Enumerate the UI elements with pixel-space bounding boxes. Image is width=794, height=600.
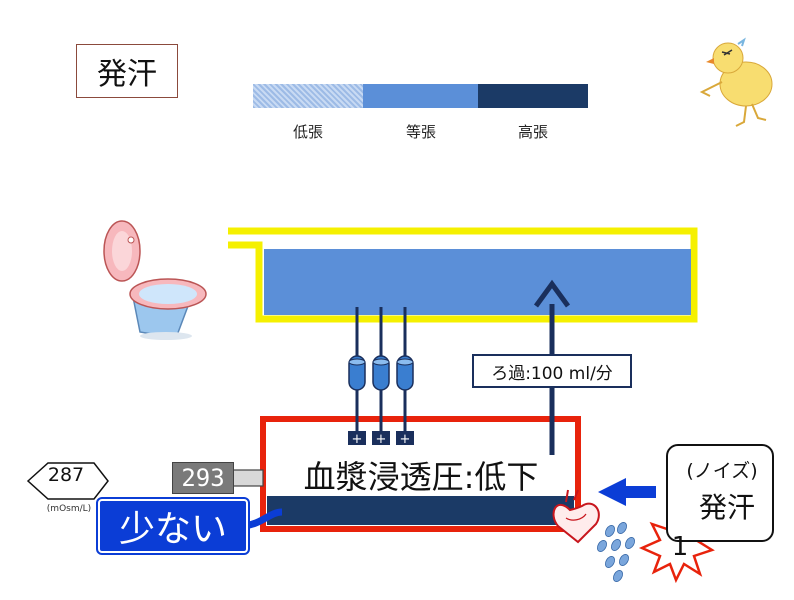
- heart-icon: [552, 489, 600, 544]
- svg-text:+: +: [352, 432, 363, 447]
- measured-osmolality-readout: 293: [172, 462, 234, 494]
- lower-tank: [260, 416, 581, 532]
- legend-swatch-isotonic: [363, 84, 478, 108]
- svg-text:+: +: [376, 432, 387, 447]
- ion-channel-icon: + + +: [348, 307, 414, 447]
- toilet-icon: [103, 220, 207, 340]
- bubble-connector: [243, 508, 283, 530]
- gauge-stem: [232, 469, 264, 487]
- lower-tank-fluid: [267, 496, 574, 525]
- svg-text:+: +: [400, 432, 411, 447]
- status-bubble: 少ない: [98, 499, 248, 553]
- noise-input-box: [666, 444, 774, 542]
- legend-swatch-hypertonic: [478, 84, 588, 108]
- burst-number: 1: [671, 532, 689, 562]
- channel-arrow-2: +: [372, 307, 390, 447]
- legend-label-hypertonic: 高張: [517, 123, 548, 141]
- filtration-label: ろ過:100 ml/分: [472, 354, 632, 388]
- normal-osmolality-value: 287: [47, 464, 85, 486]
- legend-swatch-hypotonic: [253, 84, 363, 108]
- legend-label-hypotonic: 低張: [292, 123, 323, 141]
- normal-value-diamond: [26, 462, 109, 500]
- upper-tank: [228, 227, 698, 323]
- noise-label: (ノイズ): [686, 460, 758, 482]
- page-title: 発汗: [76, 44, 178, 98]
- legend-label-isotonic: 等張: [405, 123, 436, 141]
- input-arrow: [598, 478, 656, 506]
- plasma-osmolality-label: 血漿浸透圧:低下: [303, 458, 539, 496]
- chick-icon: [699, 37, 773, 127]
- noise-sweat-label: 発汗: [698, 491, 755, 524]
- osmolality-unit: (mOsm/L): [46, 504, 92, 514]
- channel-arrow-1: +: [348, 307, 366, 447]
- upper-tank-fluid: [264, 249, 691, 315]
- upper-tank-border: [228, 227, 698, 323]
- sweat-drops-icon: [597, 522, 635, 582]
- channel-arrow-3: +: [396, 307, 414, 447]
